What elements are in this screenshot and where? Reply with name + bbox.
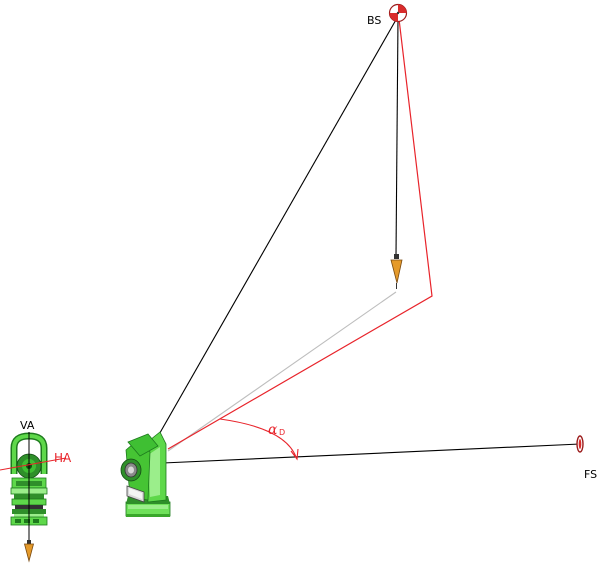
angle-arrowhead	[290, 448, 299, 461]
horizontal-axis-label: HA	[54, 451, 72, 465]
angle-arc	[219, 418, 297, 458]
sight-line-to-backsight	[156, 17, 398, 439]
side-plumb-bob-icon	[23, 540, 35, 563]
plumb-bob-icon	[390, 254, 403, 289]
horizontal-axis-line	[0, 457, 67, 471]
foresight-target-icon	[576, 435, 584, 453]
sight-line-to-foresight	[162, 443, 581, 464]
vertical-axis-label: VA	[20, 419, 35, 432]
plumb-line-backsight	[395, 17, 399, 257]
theodolite-icon	[120, 431, 171, 517]
projected-line	[167, 291, 397, 452]
foresight-label: FS	[584, 468, 597, 481]
backsight-label: BS	[367, 14, 381, 27]
angle-label-subscript: D	[279, 428, 285, 437]
angle-label: α	[268, 422, 278, 438]
red-reference-line	[167, 18, 433, 450]
prism-target-icon	[388, 3, 408, 23]
